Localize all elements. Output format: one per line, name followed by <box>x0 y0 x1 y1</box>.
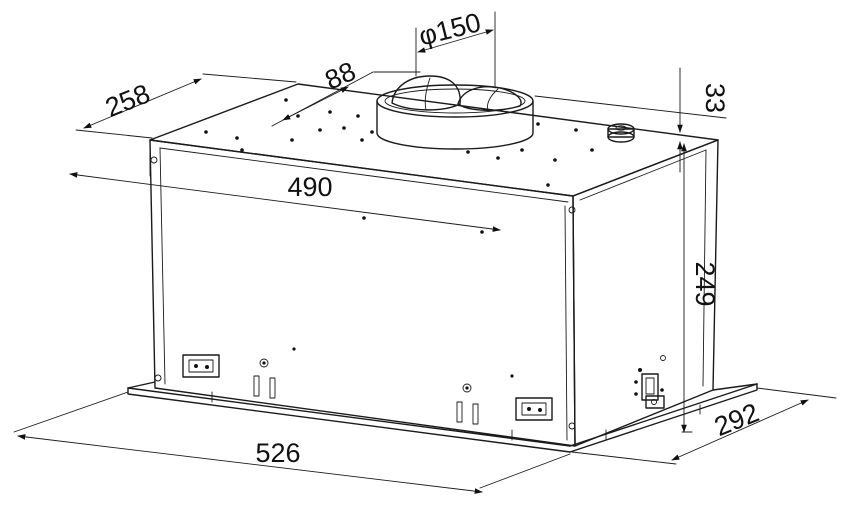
dim-258: 258 <box>101 78 154 123</box>
duct-collar <box>376 75 534 150</box>
dim-88: 88 <box>321 56 361 96</box>
base-plate <box>127 381 758 453</box>
hood-front-face <box>149 139 576 447</box>
dim-292: 292 <box>710 397 763 442</box>
dimension-lines: 258 88 φ150 490 33 249 526 292 <box>13 7 837 494</box>
side-panel-details <box>634 355 666 409</box>
right-bracket <box>515 397 553 421</box>
dim-490: 490 <box>287 172 332 202</box>
top-fitting <box>607 123 635 143</box>
left-bracket <box>182 354 220 378</box>
top-details <box>204 98 635 187</box>
front-panel-details <box>182 347 553 425</box>
dim-249: 249 <box>690 261 720 306</box>
dim-526: 526 <box>255 438 300 468</box>
dim-33: 33 <box>700 83 730 113</box>
dim-phi150: φ150 <box>416 7 484 51</box>
